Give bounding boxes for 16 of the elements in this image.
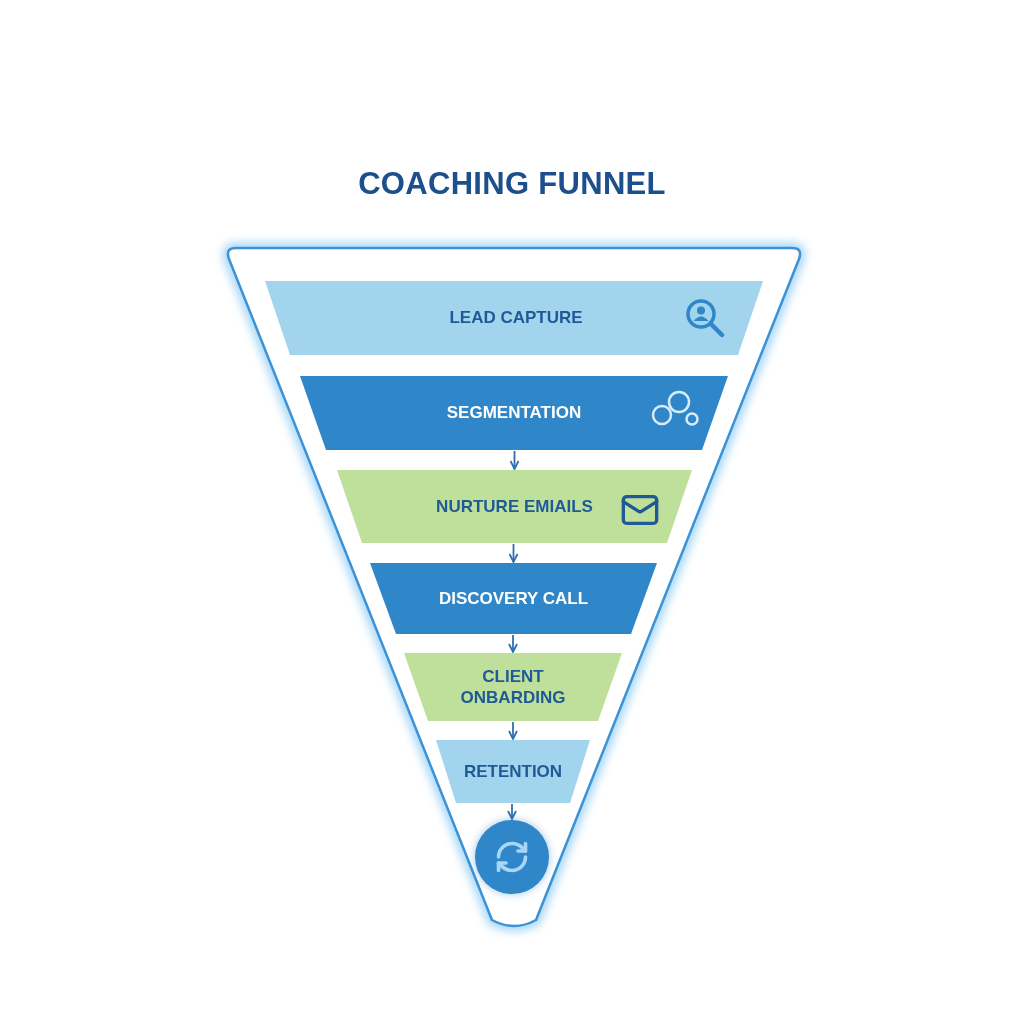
title: COACHING FUNNEL (357, 166, 667, 202)
arrow (508, 721, 518, 740)
funnel-stage (337, 470, 692, 543)
funnel-stage (300, 376, 728, 450)
stage-label: SEGMENTATION (446, 402, 582, 424)
arrow (509, 450, 520, 470)
arrow (507, 803, 517, 820)
stage-label: RETENTION (463, 760, 563, 783)
arrow (508, 543, 519, 563)
stage-label: DISCOVERY CALL (438, 587, 589, 610)
funnel-stage (370, 563, 657, 634)
arrow (508, 634, 518, 653)
funnel-stage (404, 653, 622, 721)
stage-label: CLIENT ONBARDING (459, 665, 567, 709)
stage-label: LEAD CAPTURE (449, 307, 583, 329)
stage-label: NURTURE EMIAILS (436, 495, 593, 518)
